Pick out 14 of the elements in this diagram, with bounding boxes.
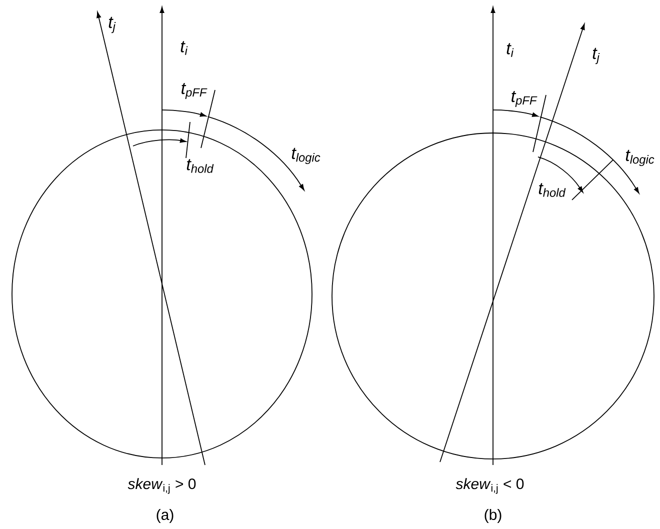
delay-label: t$_{hold}$ [538, 183, 566, 197]
delay-label: t$_{hold}$ [186, 159, 214, 173]
time-label: t$_{i}$ [180, 41, 188, 55]
delay-label: t$_{logic}$ [626, 150, 654, 166]
skew-label: skew$_{i,j}$ < 0 [456, 478, 524, 494]
panel-label: (a) [156, 509, 174, 523]
skew-label: skew$_{i,j}$ > 0 [128, 478, 196, 494]
time-label: t$_{j}$ [592, 48, 600, 64]
time-label: t$_{i}$ [506, 43, 514, 57]
panel-label: (b) [484, 509, 502, 523]
time-label: t$_{j}$ [108, 16, 116, 34]
delay-label: t$_{pFF}$ [512, 90, 538, 108]
delay-label: t$_{pFF}$ [182, 82, 208, 100]
delay-label: t$_{logic}$ [292, 148, 320, 164]
